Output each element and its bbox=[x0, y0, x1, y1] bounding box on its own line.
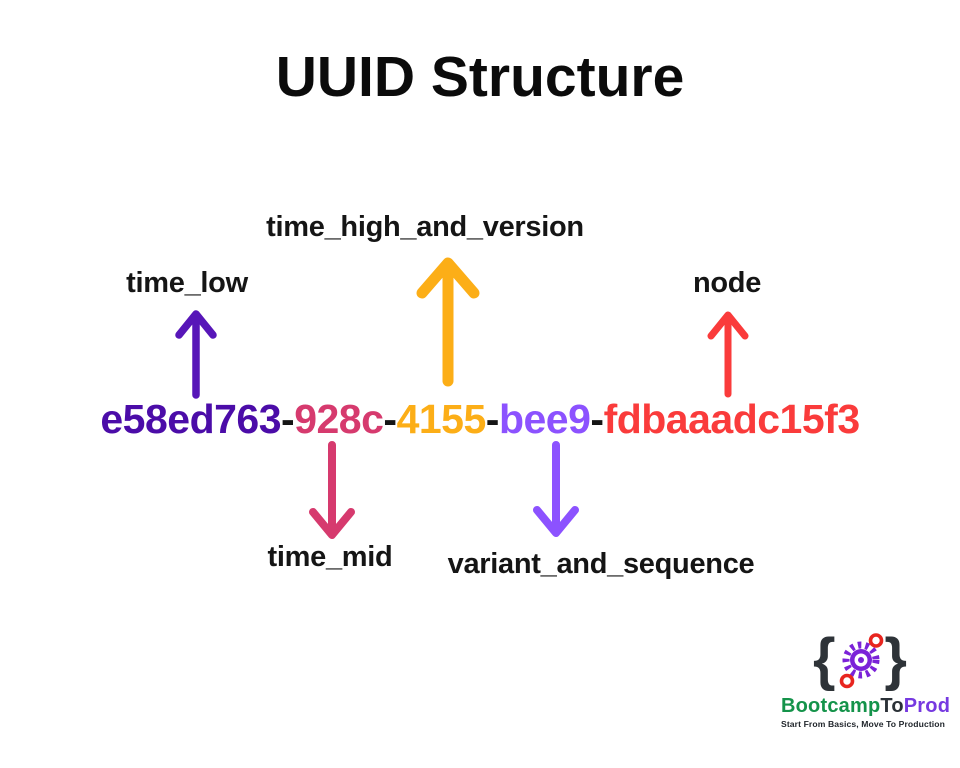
brand-bootcamp: Bootcamp bbox=[781, 695, 881, 717]
page-title: UUID Structure bbox=[275, 45, 685, 109]
uuid-dash: - bbox=[485, 396, 500, 442]
time-high-and-version-up-arrow-icon bbox=[416, 257, 480, 387]
uuid-segment-variant-and-sequence: bee9 bbox=[498, 396, 591, 442]
time-mid-down-arrow-icon bbox=[309, 441, 355, 539]
logo-brand-text: BootcampToProd bbox=[781, 695, 950, 717]
gear-icon bbox=[839, 633, 884, 689]
label-time-mid: time_mid bbox=[267, 541, 393, 573]
label-variant-and-sequence: variant_and_sequence bbox=[447, 548, 755, 580]
uuid-segment-time-mid: 928c bbox=[294, 396, 384, 442]
label-time-high-and-version: time_high_and_version bbox=[266, 211, 584, 243]
uuid-dash: - bbox=[281, 396, 295, 442]
uuid-segment-time-high-and-version: 4155 bbox=[396, 396, 487, 442]
bootcamptoprod-logo: { } BootcampToProd Start From Basics, Mo… bbox=[781, 627, 950, 730]
uuid-segment-node: fdbaaadc15f3 bbox=[603, 396, 861, 442]
left-brace-icon: { bbox=[813, 627, 836, 692]
uuid-dash: - bbox=[383, 396, 397, 442]
uuid-string: e58ed763-928c-4155-bee9-fdbaaadc15f3 bbox=[0, 396, 960, 443]
node-up-arrow-icon bbox=[707, 311, 749, 398]
logo-braces-gear-icon: { } bbox=[801, 627, 921, 694]
logo-tagline: Start From Basics, Move To Production bbox=[781, 719, 945, 729]
uuid-dash: - bbox=[590, 396, 604, 442]
variant-and-sequence-down-arrow-icon bbox=[533, 441, 579, 537]
red-ring-bottom-icon bbox=[839, 673, 855, 689]
time-low-up-arrow-icon bbox=[175, 310, 217, 399]
label-time-low: time_low bbox=[126, 267, 248, 299]
uuid-segment-time-low: e58ed763 bbox=[100, 396, 282, 442]
right-brace-icon: } bbox=[884, 627, 907, 692]
brand-prod: Prod bbox=[903, 695, 951, 717]
label-node: node bbox=[692, 267, 762, 299]
brand-to: To bbox=[880, 695, 904, 717]
red-ring-top-icon bbox=[868, 633, 884, 648]
